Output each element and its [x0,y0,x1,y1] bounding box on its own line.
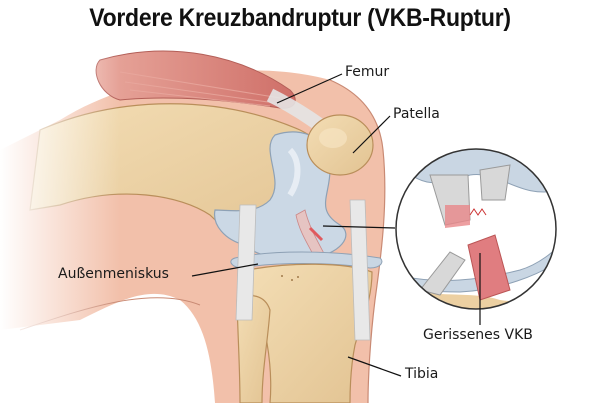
magnified-inset [395,148,557,310]
leader-lines [191,73,481,377]
label-tibia: Tibia [405,366,439,382]
label-torn-acl: Gerissenes VKB [423,327,533,343]
collateral-ligaments [235,199,371,341]
diagram-title: Vordere Kreuzbandruptur (VKB-Ruptur) [89,4,511,32]
patella-bone [306,114,374,176]
label-patella: Patella [393,106,440,122]
label-meniscus: Außenmeniskus [58,266,169,282]
label-femur: Femur [345,64,390,80]
tibia-bone [247,263,373,403]
fibula-bone [236,295,271,403]
